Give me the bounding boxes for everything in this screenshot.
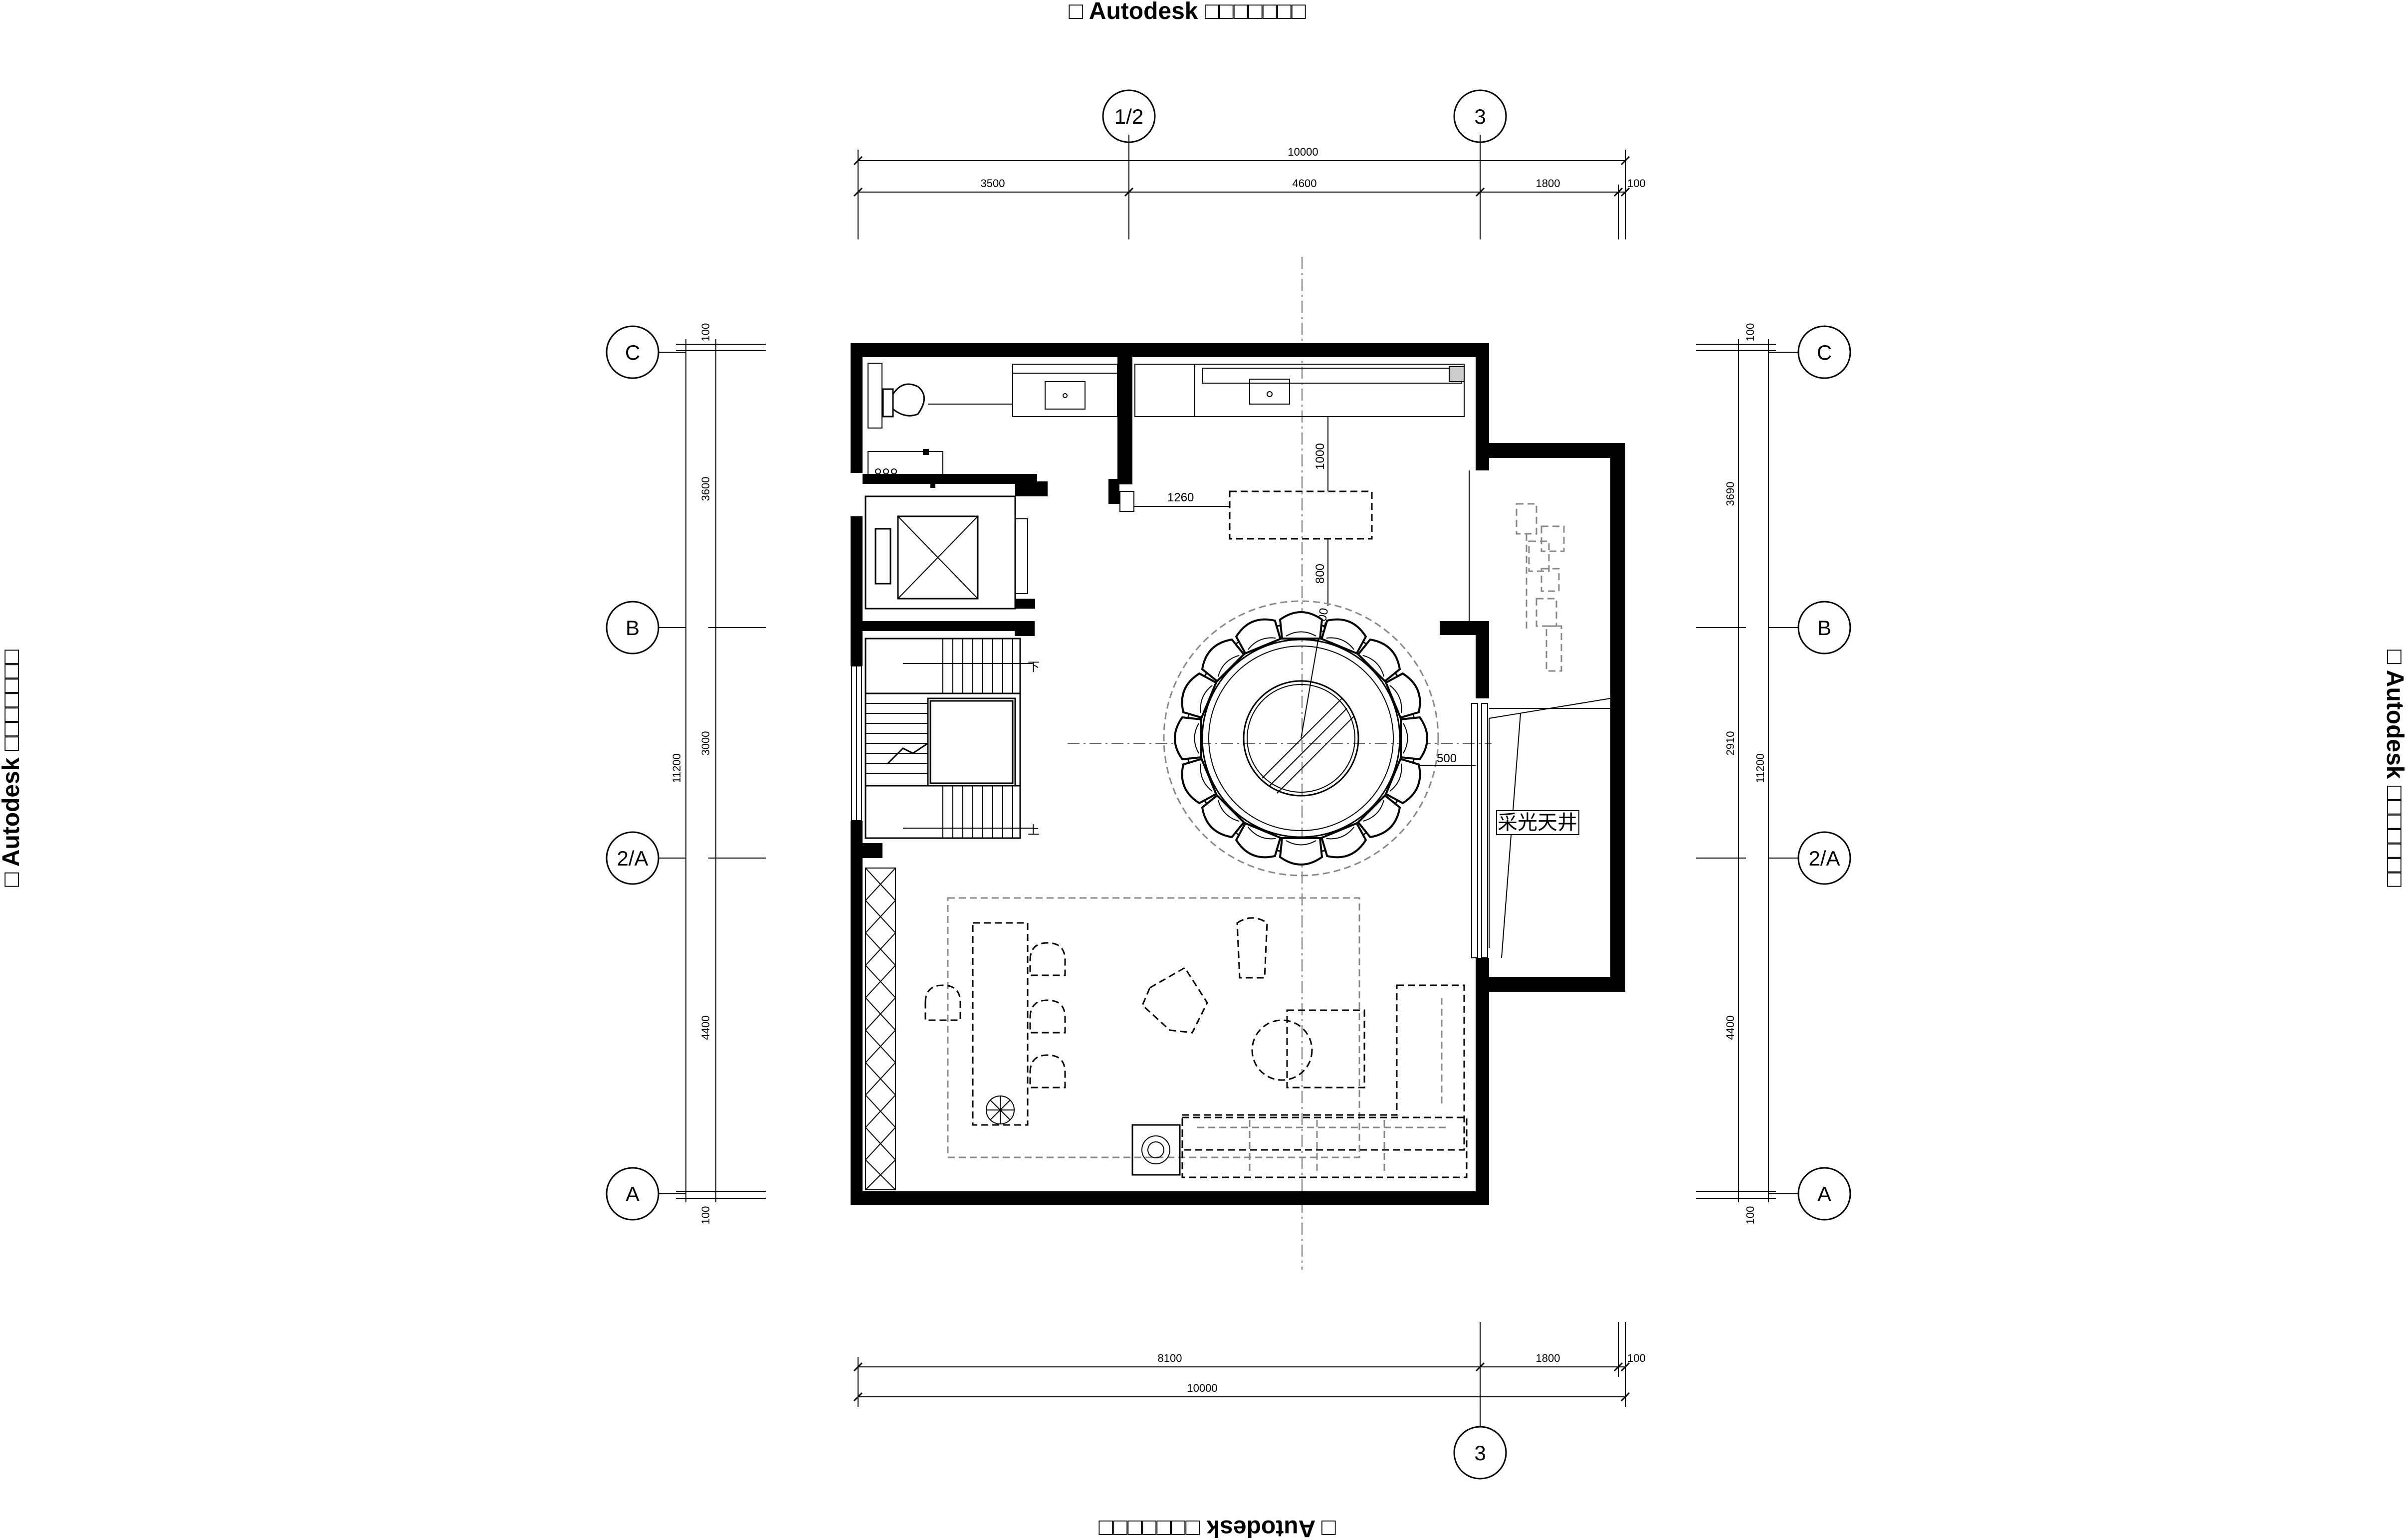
skylight-label: 采光天井 bbox=[1498, 812, 1577, 834]
round-dining-table: R1200 500 bbox=[1163, 600, 1476, 877]
living-area bbox=[924, 897, 1468, 1178]
dim-1260-label: 1260 bbox=[1167, 491, 1194, 504]
dim-top-100: 100 bbox=[1627, 177, 1646, 190]
stair-up-label: 上 bbox=[1028, 824, 1040, 837]
dining-chair bbox=[1181, 758, 1218, 805]
axis-bubble-left-2a: 2/A bbox=[606, 831, 686, 885]
elevator bbox=[865, 481, 1048, 610]
right-dimension-chain: 100 3690 2910 4400 100 11200 bbox=[1696, 323, 1776, 1225]
svg-text:C: C bbox=[1817, 341, 1832, 364]
axis-bubble-right-2a: 2/A bbox=[1768, 831, 1851, 885]
dining-chair bbox=[1235, 618, 1282, 655]
walls bbox=[851, 343, 1625, 1205]
dining-chairs bbox=[1174, 611, 1428, 866]
axis-bubble-left-c: C bbox=[606, 325, 686, 379]
dim-left-3600: 3600 bbox=[699, 477, 712, 501]
svg-text:3: 3 bbox=[1474, 1441, 1486, 1465]
skylight-area: 采光天井 bbox=[1469, 470, 1611, 958]
dim-top-3500: 3500 bbox=[981, 177, 1005, 190]
svg-text:B: B bbox=[1817, 616, 1831, 640]
dining-island: 1260 1000 800 bbox=[1134, 417, 1373, 606]
dining-chair bbox=[1279, 611, 1323, 640]
svg-text:A: A bbox=[1817, 1182, 1831, 1206]
dim-top-4600: 4600 bbox=[1293, 177, 1317, 190]
bottom-dimension-chain: 8100 1800 100 10000 bbox=[853, 1322, 1646, 1427]
dining-chair bbox=[1384, 758, 1421, 805]
window-left bbox=[851, 665, 862, 1078]
kitchen-counter bbox=[1012, 364, 1465, 504]
svg-text:C: C bbox=[625, 341, 640, 364]
left-dimension-chain: 100 3600 3000 4400 100 11200 bbox=[670, 323, 766, 1225]
svg-text:B: B bbox=[626, 616, 640, 640]
dim-800-label: 800 bbox=[1313, 564, 1327, 584]
axis-bubble-left-b: B bbox=[606, 601, 686, 655]
dining-chair bbox=[1174, 716, 1202, 761]
dining-chair bbox=[1400, 716, 1428, 761]
dim-right-total: 11200 bbox=[1754, 753, 1766, 783]
dining-chair bbox=[1356, 638, 1401, 683]
dim-left-total: 11200 bbox=[670, 753, 683, 783]
dim-left-3000: 3000 bbox=[699, 731, 712, 756]
dim-bottom-8100: 8100 bbox=[1158, 1352, 1182, 1364]
dining-chair bbox=[1181, 672, 1218, 719]
watermark-left: □ Autodesk □□□□□□□ bbox=[0, 650, 24, 887]
axis-bubble-bottom-3: 3 bbox=[1453, 1426, 1507, 1480]
svg-text:A: A bbox=[626, 1182, 640, 1206]
stair-down-label: 下 bbox=[1028, 660, 1040, 674]
storage-cabinet-left bbox=[865, 868, 896, 1190]
dining-chair bbox=[1279, 837, 1323, 866]
top-dimension-chain: 10000 3500 4600 1800 100 bbox=[853, 135, 1646, 239]
dim-bottom-1800: 1800 bbox=[1536, 1352, 1560, 1364]
dim-right-100-top: 100 bbox=[1744, 323, 1756, 342]
svg-text:1/2: 1/2 bbox=[1114, 105, 1143, 128]
axis-bubble-top-1-2: 1/2 bbox=[1102, 89, 1156, 143]
dim-bottom-100: 100 bbox=[1627, 1352, 1646, 1364]
dim-left-4400: 4400 bbox=[699, 1016, 712, 1040]
staircase: 下 上 bbox=[865, 638, 1040, 839]
svg-text:2/A: 2/A bbox=[617, 847, 648, 870]
dim-right-2910: 2910 bbox=[1724, 731, 1737, 756]
axis-bubble-left-a: A bbox=[606, 1167, 686, 1221]
dim-1000-label: 1000 bbox=[1313, 443, 1327, 469]
dining-chair bbox=[1320, 822, 1367, 859]
dining-chair bbox=[1235, 822, 1282, 859]
watermark-top: □ Autodesk □□□□□□□ bbox=[1069, 0, 1306, 24]
dim-right-100-bottom: 100 bbox=[1744, 1206, 1756, 1225]
svg-text:3: 3 bbox=[1474, 105, 1486, 128]
axis-bubble-right-c: C bbox=[1768, 325, 1851, 379]
dim-left-100-bottom: 100 bbox=[699, 1206, 712, 1225]
axis-bubble-top-3: 3 bbox=[1453, 89, 1507, 143]
watermark-right: □ Autodesk □□□□□□□ bbox=[2382, 650, 2406, 887]
bathroom bbox=[868, 363, 1013, 488]
dim-left-100-top: 100 bbox=[699, 323, 712, 342]
dim-top-total: 10000 bbox=[1288, 146, 1318, 158]
column-marker bbox=[1119, 491, 1134, 512]
dining-chair bbox=[1201, 638, 1246, 683]
dining-chair bbox=[1201, 794, 1246, 839]
axis-bubble-right-b: B bbox=[1768, 601, 1851, 655]
dim-bottom-total: 10000 bbox=[1187, 1382, 1217, 1394]
dim-top-1800: 1800 bbox=[1536, 177, 1560, 190]
dim-right-4400: 4400 bbox=[1724, 1016, 1737, 1040]
dining-chair bbox=[1320, 618, 1367, 655]
dim-500-label: 500 bbox=[1437, 752, 1457, 765]
axis-bubble-right-a: A bbox=[1768, 1167, 1851, 1221]
dining-chair bbox=[1384, 672, 1421, 719]
svg-text:2/A: 2/A bbox=[1808, 847, 1840, 870]
dining-chair bbox=[1356, 794, 1401, 839]
watermark-bottom: □ Autodesk □□□□□□□ bbox=[1098, 1515, 1336, 1540]
dim-right-3690: 3690 bbox=[1724, 482, 1737, 506]
